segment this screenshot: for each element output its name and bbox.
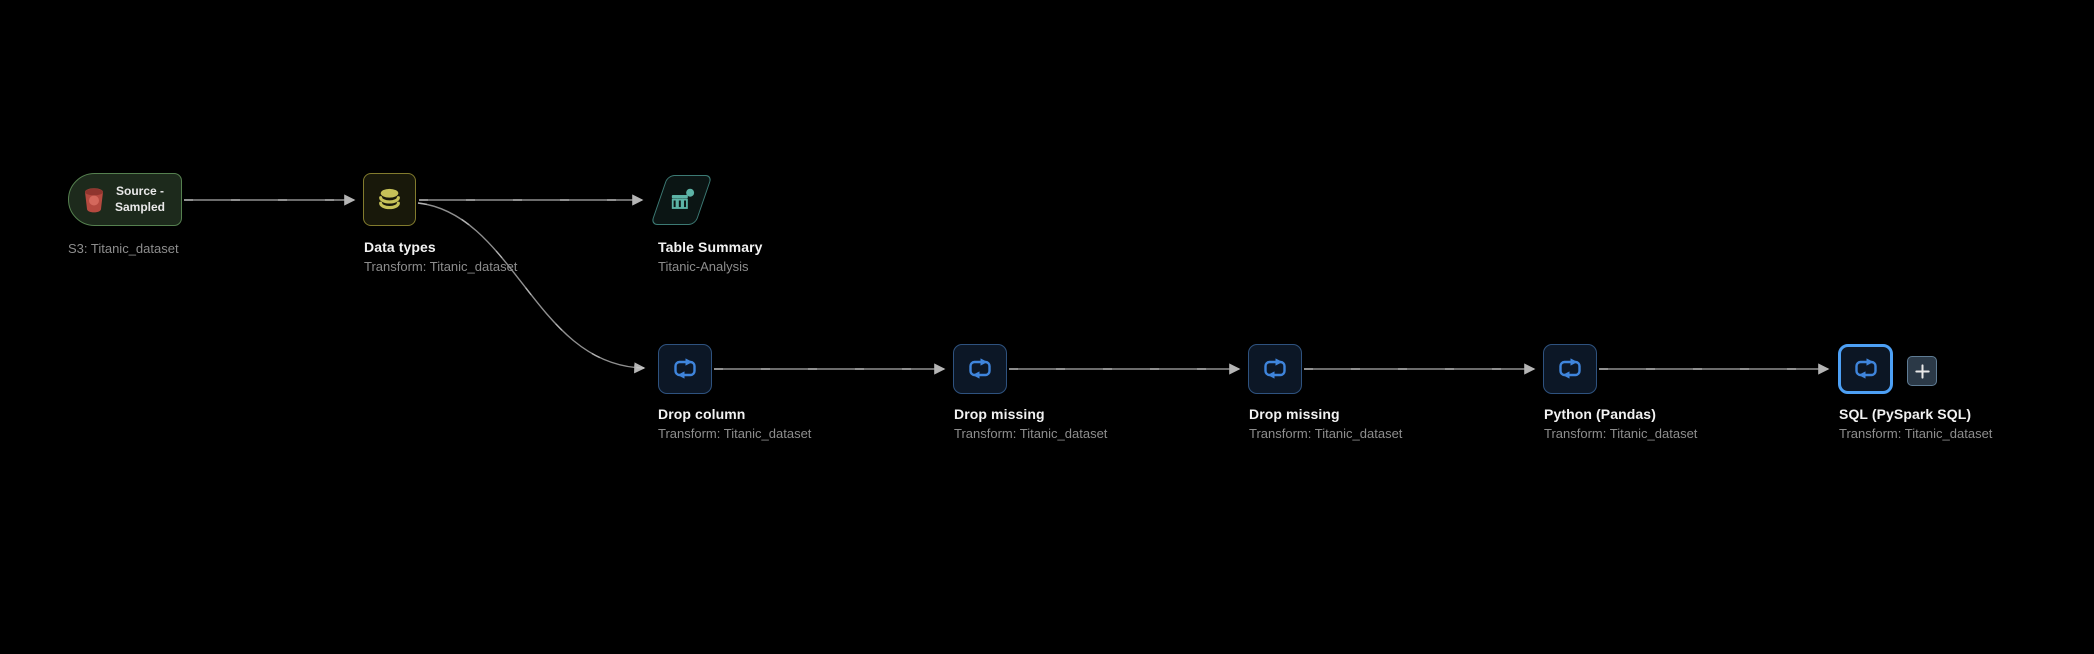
dropmissing1-title: Drop missing [954, 406, 1045, 422]
dropcolumn-subtitle: Transform: Titanic_dataset [658, 426, 812, 441]
plus-icon [1914, 363, 1931, 380]
add-step-button[interactable] [1907, 356, 1937, 386]
node-data-types[interactable] [363, 173, 416, 226]
dropmissing2-subtitle: Transform: Titanic_dataset [1249, 426, 1403, 441]
dropcolumn-title: Drop column [658, 406, 746, 422]
database-icon [376, 186, 403, 213]
tablesummary-title: Table Summary [658, 239, 763, 255]
sql-subtitle: Transform: Titanic_dataset [1839, 426, 1993, 441]
table-chart-icon [668, 188, 695, 213]
loop-icon [1260, 356, 1290, 382]
sql-title: SQL (PySpark SQL) [1839, 406, 1972, 422]
node-python-pandas[interactable] [1543, 344, 1597, 394]
node-drop-column[interactable] [658, 344, 712, 394]
python-title: Python (Pandas) [1544, 406, 1656, 422]
datatypes-title: Data types [364, 239, 436, 255]
loop-icon [965, 356, 995, 382]
dropmissing1-subtitle: Transform: Titanic_dataset [954, 426, 1108, 441]
loop-icon [1851, 356, 1881, 382]
loop-icon [1555, 356, 1585, 382]
node-table-summary[interactable] [650, 175, 713, 225]
python-subtitle: Transform: Titanic_dataset [1544, 426, 1698, 441]
datatypes-subtitle: Transform: Titanic_dataset [364, 259, 518, 274]
source-sublabel: S3: Titanic_dataset [68, 241, 179, 256]
node-source-sampled[interactable]: Source - Sampled [68, 173, 182, 226]
source-node-label: Source - Sampled [114, 184, 165, 214]
edge-datatypes-to-dropcolumn [417, 202, 646, 374]
tablesummary-subtitle: Titanic-Analysis [658, 259, 749, 274]
dropmissing2-title: Drop missing [1249, 406, 1340, 422]
node-drop-missing-1[interactable] [953, 344, 1007, 394]
node-drop-missing-2[interactable] [1248, 344, 1302, 394]
loop-icon [670, 356, 700, 382]
s3-icon [82, 186, 106, 214]
node-sql-pyspark[interactable] [1838, 344, 1893, 394]
